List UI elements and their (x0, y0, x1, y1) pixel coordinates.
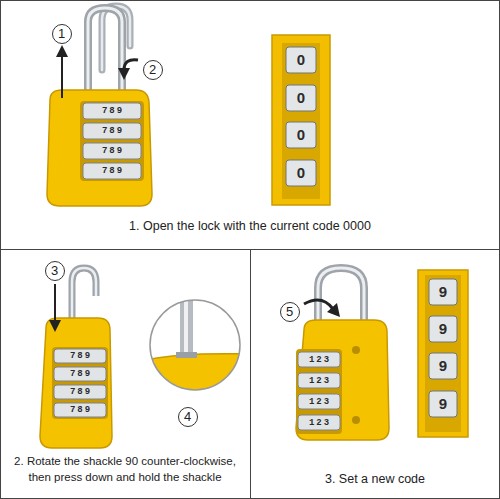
lock-drawing-rect (176, 352, 197, 358)
lock-drawing-rect (298, 415, 340, 430)
lock-drawing-g (140, 290, 250, 400)
lock-drawing-path (72, 268, 96, 320)
dial-digits: 9 (439, 320, 447, 338)
lock-drawing-path (72, 268, 96, 320)
lock-drawing-circle (150, 300, 240, 390)
lock-drawing-rect (429, 316, 457, 342)
dial-digits: 123 (309, 418, 331, 429)
lock-drawing-rect (286, 160, 316, 186)
lock-drawing-path (88, 8, 122, 92)
step-caption: 2. Rotate the shackle 90 counter-clockwi… (5, 454, 245, 485)
lock-drawing-rect (298, 352, 340, 367)
dial-digits: 0 (297, 164, 305, 182)
lock-step-one (47, 6, 330, 206)
dial-digits: 9 (439, 395, 447, 413)
lock-drawing-rect (286, 47, 316, 73)
dial-digits: 789 (102, 106, 124, 117)
dial-digits: 789 (70, 351, 92, 362)
callout-digit: 3 (51, 264, 58, 277)
lock-drawing-path (88, 8, 122, 92)
dial-digits: 789 (70, 369, 92, 380)
dial-digits: 9 (439, 283, 447, 301)
lock-drawing-rect (429, 391, 457, 417)
lock-drawing-rect (298, 394, 340, 409)
step-panel: 3. Set a new code 5 (250, 249, 500, 499)
callout-number: 1 (52, 24, 72, 44)
callout-digit: 5 (286, 305, 293, 318)
lock-drawing-polygon (327, 303, 340, 317)
lock-drawing-path (318, 268, 364, 322)
lock-drawing-polygon (49, 320, 61, 332)
lock-drawing-rect (298, 373, 340, 388)
lock-drawing-line (61, 54, 63, 98)
lock-drawing-rect (429, 279, 457, 305)
lock-drawing-path (318, 268, 364, 322)
dial-digits: 789 (102, 126, 124, 137)
lock-drawing-rect (83, 143, 141, 159)
dial-digits: 123 (309, 376, 331, 387)
callout-digit: 1 (58, 27, 65, 40)
dial-digits: 789 (102, 166, 124, 177)
step-caption: 1. Open the lock with the current code 0… (5, 218, 495, 235)
dial-digits: 123 (309, 397, 331, 408)
dial-digits: 789 (102, 146, 124, 157)
dial-digits: 789 (70, 387, 92, 398)
lock-drawing-rect (54, 349, 106, 363)
step-caption: 3. Set a new code (255, 471, 495, 488)
lock-drawing-rect (286, 85, 316, 111)
lock-drawing-path (304, 300, 333, 309)
lock-drawing-path (47, 90, 152, 206)
lock-drawing-path (140, 354, 250, 400)
lock-drawing-rect (282, 43, 320, 199)
dial-digits: 0 (297, 126, 305, 144)
lock-drawing-rect (80, 101, 144, 181)
lock-drawing-rect (296, 349, 342, 434)
lock-drawing-rect (83, 163, 141, 179)
lock-step-three (296, 268, 468, 440)
lock-drawing-path (296, 320, 389, 440)
lock-drawing-rect (52, 347, 108, 419)
callout-digit: 2 (149, 63, 156, 76)
lock-drawing-circle (352, 416, 360, 424)
callout-digit: 4 (184, 410, 191, 423)
callout-number: 3 (45, 261, 65, 281)
lock-drawing-rect (286, 122, 316, 148)
lock-drawing-rect (429, 353, 457, 379)
dial-digits: 9 (439, 357, 447, 375)
lock-drawing-rect (83, 103, 141, 119)
step-panel: 1. Open the lock with the current code 0… (0, 0, 500, 250)
callout-number: 4 (178, 407, 198, 427)
step-panel: 2. Rotate the shackle 90 counter-clockwi… (0, 249, 251, 499)
lock-drawing-circle (352, 346, 360, 354)
lock-drawing-rect (54, 367, 106, 381)
lock-drawing-rect (272, 35, 330, 205)
lock-drawing-polygon (118, 68, 130, 80)
callout-number: 2 (143, 60, 163, 80)
dial-digits: 123 (309, 355, 331, 366)
lock-drawing-polygon (56, 45, 68, 57)
lock-drawing-rect (418, 270, 468, 437)
dial-digits: 0 (297, 89, 305, 107)
lock-step-two (40, 268, 250, 448)
lock-drawing-rect (54, 403, 106, 417)
lock-drawing-path (40, 318, 112, 448)
lock-drawing-rect (54, 385, 106, 399)
lock-drawing-rect (83, 123, 141, 139)
lock-drawing-rect (425, 275, 461, 432)
lock-drawing-line (54, 284, 56, 322)
dial-digits: 789 (70, 405, 92, 416)
dial-digits: 0 (297, 51, 305, 69)
callout-number: 5 (280, 302, 300, 322)
